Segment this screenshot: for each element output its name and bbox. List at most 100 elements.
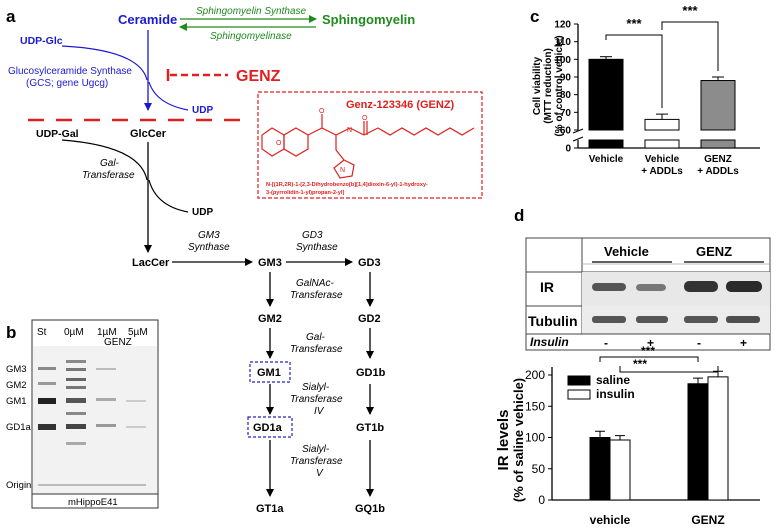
d-bar — [589, 437, 611, 501]
band-label-gm1: GM1 — [6, 396, 27, 407]
c-bar — [644, 118, 680, 131]
tlc-plate — [33, 346, 157, 494]
sialyl-iv-label-2: Transferase — [290, 394, 343, 405]
insulin-sign-3: - — [697, 336, 701, 350]
sialyl-iv-label-3: IV — [314, 406, 325, 417]
udp-glc-curve — [61, 45, 148, 81]
c-y-tick-label: 0 — [565, 144, 571, 155]
western-group-genz: GENZ — [696, 244, 732, 259]
d-y-tick-label: 150 — [525, 399, 545, 413]
band-label-origin: Origin — [6, 480, 31, 491]
gcs-label: Glucosylceramide Synthase — [8, 66, 132, 77]
gt1b-label: GT1b — [356, 422, 384, 434]
gt1a-label: GT1a — [256, 503, 284, 515]
gq1b-label: GQ1b — [355, 503, 385, 515]
gd1b-label: GD1b — [356, 367, 386, 379]
sialyl-v-label-2: Transferase — [290, 456, 343, 467]
gm1-box — [249, 361, 291, 383]
gm3-label: GM3 — [258, 257, 282, 269]
d-category-label: GENZ — [691, 513, 724, 527]
structure-name-line1: N-[(1R,2R)-1-(2,3-Dihydrobenzo[b][1,4]di… — [266, 182, 428, 188]
western-row-tubulin: Tubulin — [528, 313, 578, 329]
c-sig-bracket-1 — [605, 34, 663, 109]
western-group-vehicle: Vehicle — [604, 244, 649, 259]
gal-transferase-2-label-2: Transferase — [290, 344, 343, 355]
d-y-label: IR levels — [495, 410, 512, 471]
d-bar — [707, 376, 729, 501]
d-y-tick-label: 200 — [525, 368, 545, 382]
c-bar — [700, 80, 736, 131]
udp-gal-label: UDP-Gal — [36, 128, 79, 140]
c-category-label: Vehicle — [645, 154, 680, 165]
d-bar — [687, 383, 709, 501]
c-y-tick-label: 70 — [560, 108, 572, 119]
panel-label-d: d — [514, 206, 524, 225]
c-y-tick-label: 110 — [555, 37, 572, 48]
c-bar — [588, 58, 624, 131]
tlc-col-0um: 0µM — [64, 327, 84, 338]
d-bar — [609, 439, 631, 501]
c-sig-bracket-2 — [661, 21, 719, 71]
band-label-gd1a: GD1a — [6, 422, 32, 433]
gm1-label: GM1 — [257, 367, 281, 379]
gm3-synthase-label-2: Synthase — [188, 242, 230, 253]
sialyl-iv-label: Sialyl- — [302, 382, 330, 393]
c-y-label: (MTT reduction) — [543, 48, 554, 124]
gm3-synthase-label: GM3 — [198, 230, 220, 241]
gd3-synthase-label: GD3 — [302, 230, 323, 241]
c-y-tick-label: 120 — [554, 20, 571, 31]
galnac-label: GalNAc- — [296, 278, 334, 289]
panel-label-b: b — [6, 323, 16, 342]
panel-label-a: a — [6, 7, 16, 26]
glccer-label: GlcCer — [130, 128, 167, 140]
c-axis-break — [572, 128, 584, 142]
genz-structure-title: Genz-123346 (GENZ) — [346, 99, 455, 111]
gm2-label: GM2 — [258, 313, 282, 325]
ceramide-label: Ceramide — [118, 12, 177, 27]
insulin-sign-2: + — [647, 336, 654, 350]
band-label-gm3: GM3 — [6, 364, 27, 375]
tlc-col-st: St — [37, 327, 47, 338]
western-blot: Vehicle GENZ IR Tubulin Insulin - + - + — [525, 237, 771, 351]
insulin-sign-1: - — [604, 336, 608, 350]
udp-label-1: UDP — [192, 105, 213, 116]
d-sig-label-1: *** — [641, 344, 655, 358]
c-sig-label-2: *** — [682, 3, 698, 18]
c-category-label: GENZ — [704, 154, 732, 165]
c-sig-label-1: *** — [626, 16, 642, 31]
c-y-label: (% of control vehicle) — [554, 35, 565, 136]
c-y-label: Cell viability — [532, 56, 543, 115]
sialyl-v-label: Sialyl- — [302, 444, 330, 455]
gd3-label: GD3 — [358, 257, 381, 269]
d-sig-bracket-2 — [619, 366, 719, 373]
galnac-label-2: Transferase — [290, 290, 343, 301]
panel-label-c: c — [530, 7, 539, 26]
udp-glc-label: UDP-Glc — [20, 35, 63, 47]
c-bar-base — [644, 139, 680, 149]
sm-synthase-label: Sphingomyelin Synthase — [196, 6, 307, 17]
laccer-label: LacCer — [132, 257, 170, 269]
d-legend-swatch — [567, 375, 591, 386]
c-bar-base — [588, 139, 624, 149]
udp-out-curve-2 — [148, 179, 189, 213]
d-legend-swatch — [567, 389, 591, 400]
western-row-ir: IR — [540, 279, 554, 295]
gal-transferase-label-2: Transferase — [82, 170, 135, 181]
d-y-tick-label: 0 — [538, 493, 545, 507]
udp-gal-curve — [61, 139, 148, 181]
c-category-label: Vehicle — [589, 154, 624, 165]
udp-label-2: UDP — [192, 207, 213, 218]
c-y-tick-label: 100 — [554, 55, 571, 66]
sphingomyelin-label: Sphingomyelin — [322, 12, 415, 27]
tlc-col-1um: 1µM — [97, 327, 117, 338]
gd2-label: GD2 — [358, 313, 381, 325]
tlc-col-5um: 5µM — [128, 327, 148, 338]
d-y-tick-label: 100 — [525, 431, 545, 445]
gal-transferase-2-label: Gal- — [306, 332, 326, 343]
gd1a-label: GD1a — [253, 422, 283, 434]
gcs-gene-label: (GCS; gene Ugcg) — [26, 78, 108, 89]
c-y-tick-label: 90 — [560, 73, 572, 84]
